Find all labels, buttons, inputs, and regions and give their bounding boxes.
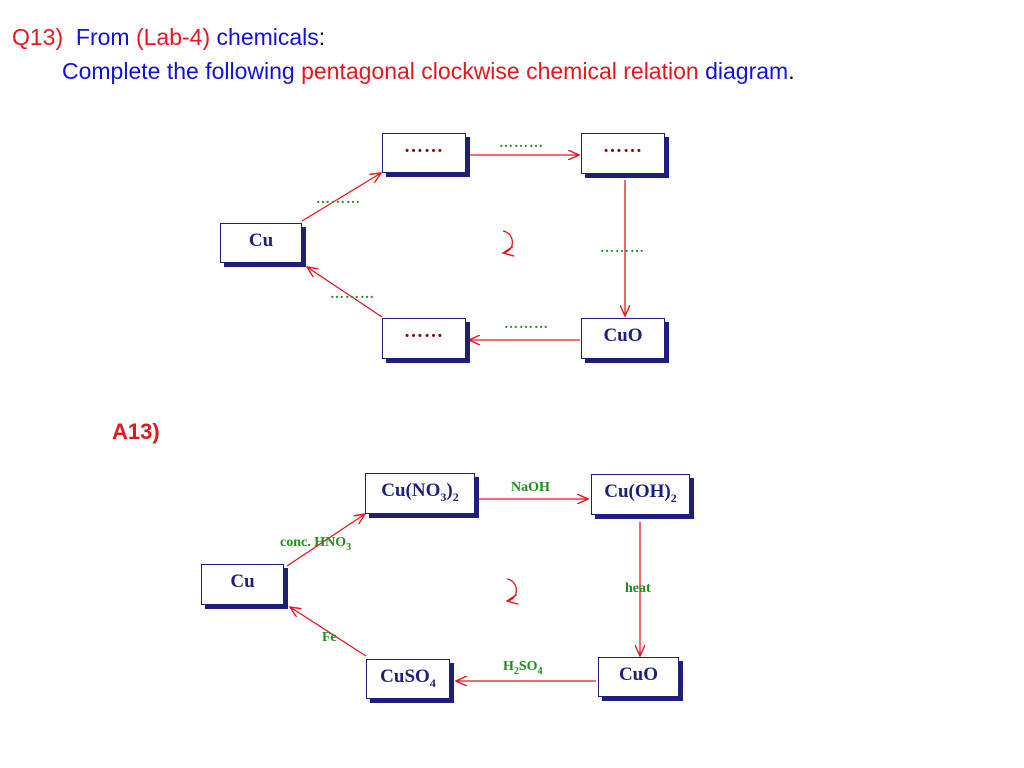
a-arrow-cu-to-cuno3 <box>286 514 365 567</box>
a-arrow-cuso4-to-cu <box>290 607 367 657</box>
a-label-hno3: conc. HNO3 <box>280 535 352 553</box>
instruction-part-a: Complete the following <box>62 58 295 84</box>
a-box-cuo-label: CuO <box>618 664 659 685</box>
question-chemicals: chemicals <box>216 24 319 50</box>
a-box-cu-label: Cu <box>230 571 255 592</box>
q-clockwise-icon <box>503 230 512 253</box>
a-clockwise-icon <box>507 578 516 601</box>
q-label-cu-to-top: ……… <box>316 192 361 207</box>
instruction-part-b: pentagonal clockwise chemical relation <box>301 58 699 84</box>
a-label-hno3-main: conc. HNO <box>280 535 347 550</box>
a-label-heat: heat <box>625 581 651 596</box>
a-label-h2so4-sub4: 4 <box>537 665 543 677</box>
q-box-cu-label: Cu <box>248 230 274 251</box>
a-cuoh2-main: Cu(OH) <box>604 481 671 502</box>
question-number: Q13) <box>12 24 64 50</box>
a-box-cuso4: CuSO4 <box>366 659 450 699</box>
q-label-top: ……… <box>499 136 544 151</box>
q-label-bottom: ……… <box>504 317 549 332</box>
a-cuso4-sub: 4 <box>429 675 436 690</box>
a-cuno3-close: ) <box>446 480 453 501</box>
question-lab: (Lab-4) <box>135 24 211 50</box>
a-cuno3-sub2: 2 <box>452 489 459 504</box>
a-cuoh2-sub: 2 <box>670 490 677 505</box>
a-cuso4-main: CuSO <box>380 666 430 687</box>
instruction-part-c: diagram <box>705 58 789 84</box>
question-instruction: Complete the following pentagonal clockw… <box>62 58 795 85</box>
q-box-top-right: …… <box>581 133 665 174</box>
q-box-top-right-label: …… <box>603 136 643 157</box>
a-label-naoh: NaOH <box>511 480 550 495</box>
q-box-cuo: CuO <box>581 318 665 359</box>
q-box-top-left-label: …… <box>404 136 444 157</box>
a-box-cuno3: Cu(NO3)2 <box>365 473 475 514</box>
a-label-hno3-sub: 3 <box>346 541 352 553</box>
answer-label: A13) <box>112 419 160 444</box>
q-arrow-cu-to-top <box>301 173 381 222</box>
question-title: Q13) From (Lab-4) chemicals: <box>12 24 325 51</box>
a-label-h2so4: H2SO4 <box>503 659 543 677</box>
a-label-h2so4-h: H <box>503 659 514 674</box>
q-label-bottom-to-cu: ……… <box>330 287 375 302</box>
q-box-top-left: …… <box>382 133 466 173</box>
instruction-part-d: . <box>788 58 795 84</box>
a-label-h2so4-sub2: 2 <box>513 665 519 677</box>
a-box-cu: Cu <box>201 564 284 605</box>
a-cuno3-main: Cu(NO <box>381 480 441 501</box>
q-box-bottom-left-label: …… <box>404 321 444 342</box>
question-colon: : <box>318 24 326 50</box>
q-arrow-bottom-to-cu <box>307 267 383 318</box>
a-box-cuoh2: Cu(OH)2 <box>591 474 690 515</box>
question-from: From <box>75 24 130 50</box>
a-label-h2so4-so: SO <box>518 659 538 674</box>
q-box-cuo-label: CuO <box>603 325 643 346</box>
q-box-bottom-left: …… <box>382 318 466 359</box>
a-label-fe: Fe <box>322 630 337 645</box>
q-box-cu: Cu <box>220 223 302 263</box>
a-cuno3-sub3: 3 <box>440 489 447 504</box>
a-box-cuo: CuO <box>598 657 679 697</box>
q-label-right: ……… <box>600 241 645 256</box>
